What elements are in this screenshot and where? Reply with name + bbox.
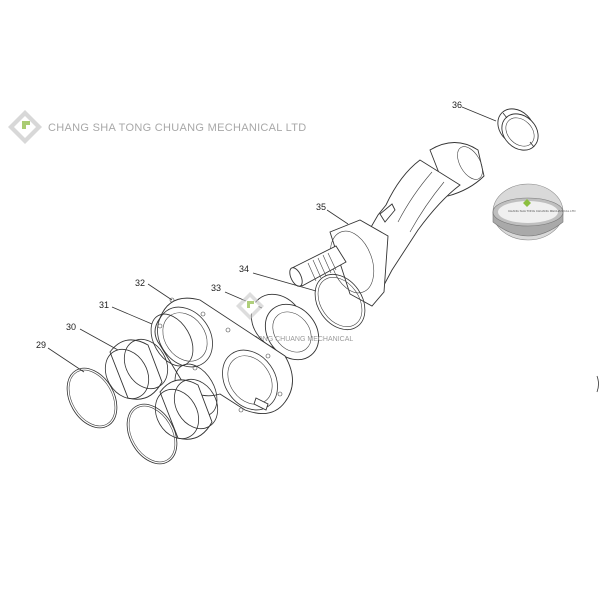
inset-watermark-text: CHANG SHA TONG CHUANG MECHANICAL LTD: [508, 209, 576, 213]
part-number-30: 30: [66, 322, 76, 332]
leader-line-34: [252, 272, 317, 292]
leader-line-30: [79, 328, 119, 351]
part-number-33: 33: [211, 283, 221, 293]
part-number-31: 31: [99, 300, 109, 310]
inset-logo-icon: [523, 199, 531, 207]
leader-line-31: [111, 306, 153, 325]
watermark-company-text: CHANG SHA TONG CHUANG MECHANICAL LTD: [48, 122, 307, 134]
part-33-cutting-ring: [250, 293, 320, 361]
leader-line-36: [461, 106, 497, 122]
part-29-o-rings: [66, 367, 178, 465]
part-36-ring: [497, 108, 539, 151]
leader-line-29: [47, 347, 85, 373]
center-watermark-text: CHANG SHA TONG CHUANG MECHANICAL: [210, 336, 353, 343]
leader-line-35: [326, 209, 349, 225]
part-number-35: 35: [316, 202, 326, 212]
part-number-34: 34: [239, 264, 249, 274]
part-number-29: 29: [36, 340, 46, 350]
part-35-elbow-pipe: [289, 142, 485, 307]
watermark-logo-icon: [8, 110, 42, 144]
leader-line-32: [147, 283, 173, 301]
part-30-wear-sleeves: [104, 338, 219, 440]
part-34-o-ring: [314, 273, 366, 331]
center-watermark-logo-icon: [236, 292, 264, 320]
part-number-36: 36: [452, 100, 462, 110]
inset-ring-photo: CHANG SHA TONG CHUANG MECHANICAL LTD: [492, 183, 576, 241]
part-number-32: 32: [135, 278, 145, 288]
edge-mark: [596, 375, 599, 393]
